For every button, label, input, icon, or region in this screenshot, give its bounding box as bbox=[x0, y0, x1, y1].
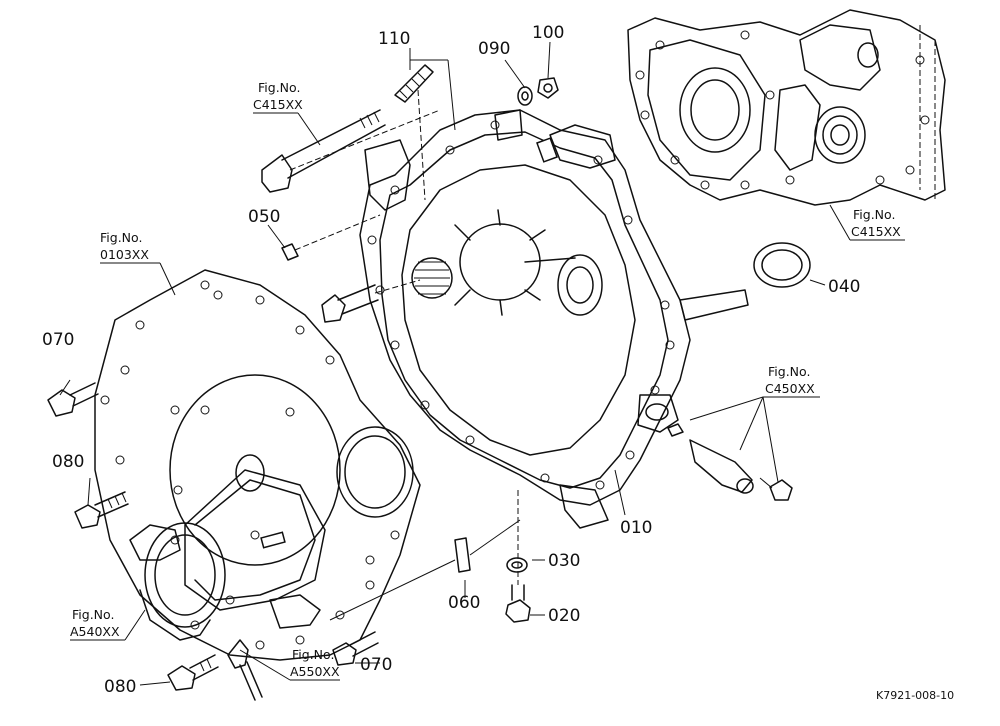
part-label-060: 060 bbox=[448, 593, 480, 613]
part-label-020: 020 bbox=[548, 606, 580, 626]
part-label-110: 110 bbox=[378, 29, 410, 49]
clutch-housing-drawing bbox=[359, 109, 749, 529]
part-label-090: 090 bbox=[478, 39, 510, 59]
fig-ref-a550-line1: Fig.No. bbox=[292, 647, 334, 662]
bolt-070-lower-drawing bbox=[332, 631, 379, 666]
transmission-case-drawing bbox=[627, 9, 946, 206]
release-shaft-drawing bbox=[667, 423, 793, 501]
fig-ref-a550-line2: A550XX bbox=[290, 664, 340, 679]
fig-ref-a540-line2: A540XX bbox=[70, 624, 120, 639]
fig-ref-c415-right-line2: C415XX bbox=[851, 224, 901, 239]
starter-motor-drawing bbox=[129, 454, 326, 701]
bolt-070-upper-drawing bbox=[47, 382, 99, 417]
fig-ref-a540-line1: Fig.No. bbox=[72, 607, 114, 622]
drawing-code: K7921-008-10 bbox=[876, 689, 954, 702]
part-label-100: 100 bbox=[532, 23, 564, 43]
bolt-080-upper-drawing bbox=[74, 491, 129, 529]
part-label-070-lower: 070 bbox=[360, 655, 392, 675]
fig-ref-c415-top-line2: C415XX bbox=[253, 97, 303, 112]
part-label-080-upper: 080 bbox=[52, 452, 84, 472]
part-label-070-upper: 070 bbox=[42, 330, 74, 350]
housing-bolt-drawing bbox=[321, 279, 421, 323]
stud-drawing bbox=[394, 64, 434, 201]
bolt-080-lower-drawing bbox=[167, 654, 219, 691]
fig-ref-c450-line1: Fig.No. bbox=[768, 364, 810, 379]
dowel-pin-050-drawing bbox=[281, 214, 381, 261]
part-label-040: 040 bbox=[828, 277, 860, 297]
fig-ref-0103-line1: Fig.No. bbox=[100, 230, 142, 245]
part-label-080-lower: 080 bbox=[104, 677, 136, 697]
part-label-050: 050 bbox=[248, 207, 280, 227]
pin-060-drawing bbox=[329, 519, 521, 621]
washer-nut-drawing bbox=[517, 77, 559, 106]
fig-ref-0103-line2: 0103XX bbox=[100, 247, 149, 262]
fig-ref-c415-right-line1: Fig.No. bbox=[853, 207, 895, 222]
part-label-010: 010 bbox=[620, 518, 652, 538]
part-label-030: 030 bbox=[548, 551, 580, 571]
leader-lines bbox=[59, 41, 905, 686]
washer-bolt-030-020-drawing bbox=[505, 490, 531, 623]
fig-ref-c450-line2: C450XX bbox=[765, 381, 815, 396]
oil-seal-040-drawing bbox=[753, 242, 811, 288]
fig-ref-c415-top-line1: Fig.No. bbox=[258, 80, 300, 95]
long-bolt-drawing bbox=[261, 109, 441, 193]
